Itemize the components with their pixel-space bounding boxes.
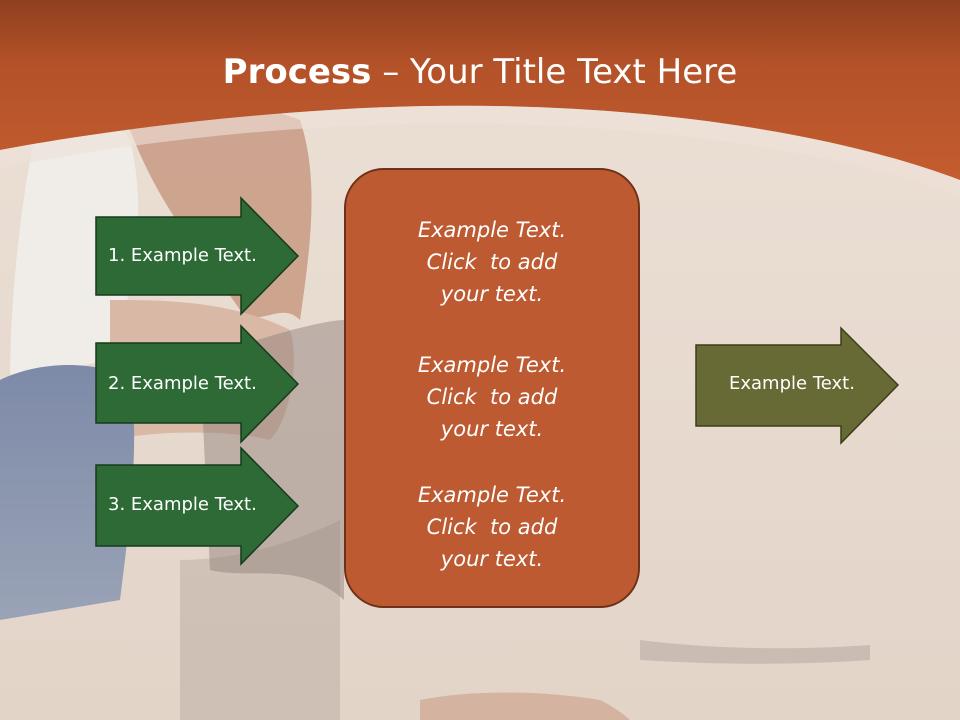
right-arrow[interactable]: Example Text.: [695, 326, 900, 445]
left-arrow-label-1: 1. Example Text.: [108, 245, 257, 266]
center-text-line: your text.: [440, 282, 544, 306]
center-text-block-3[interactable]: Example Text. Click to add your text.: [346, 479, 638, 575]
center-text-line: Click to add: [426, 515, 558, 539]
title-rest: Your Title Text Here: [410, 52, 738, 92]
center-text-line: your text.: [440, 547, 544, 571]
center-text-line: Example Text.: [417, 218, 567, 242]
center-text-box[interactable]: Example Text. Click to add your text. Ex…: [344, 168, 640, 608]
left-arrow-label-3: 3. Example Text.: [108, 494, 257, 515]
slide-title: Process – Your Title Text Here: [0, 52, 960, 92]
left-arrow-2[interactable]: 2. Example Text.: [95, 324, 300, 444]
right-arrow-label: Example Text.: [729, 373, 855, 394]
center-text-line: Click to add: [426, 385, 558, 409]
arrow-right-shape-icon: [95, 196, 300, 316]
center-text-line: Click to add: [426, 250, 558, 274]
left-arrow-label-2: 2. Example Text.: [108, 373, 257, 394]
title-bold: Process: [222, 52, 372, 92]
left-arrow-3[interactable]: 3. Example Text.: [95, 446, 300, 566]
arrow-right-shape-icon: [95, 446, 300, 566]
left-arrow-1[interactable]: 1. Example Text.: [95, 196, 300, 316]
arrow-right-shape-icon: [95, 324, 300, 444]
center-text-block-2[interactable]: Example Text. Click to add your text.: [346, 349, 638, 445]
center-text-block-1[interactable]: Example Text. Click to add your text.: [346, 214, 638, 310]
center-text-line: Example Text.: [417, 353, 567, 377]
center-text-line: Example Text.: [417, 483, 567, 507]
title-dash: –: [371, 52, 411, 92]
center-text-line: your text.: [440, 417, 544, 441]
arrow-right-shape-icon: [695, 326, 900, 445]
